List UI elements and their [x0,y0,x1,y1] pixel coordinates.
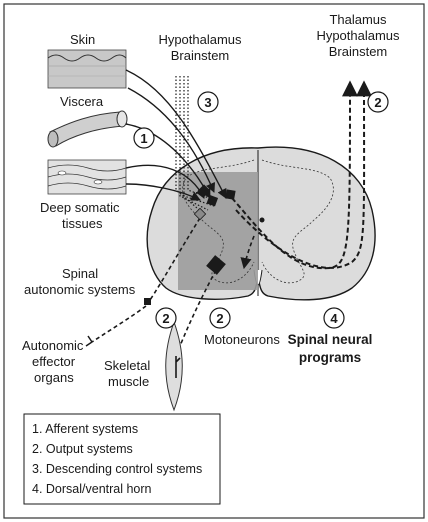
circle-number-descending: 3 [197,91,219,113]
legend-box: 1. Afferent systems 2. Output systems 3.… [23,413,221,505]
label-skeletal-1: Skeletal [104,358,150,373]
skeletal-muscle-shape [165,320,183,412]
label-skin: Skin [70,32,95,47]
label-spinal-programs-2: programs [299,350,361,365]
ascending-dashed-lines [231,80,373,270]
label-brainstem-descending: Brainstem [171,48,230,63]
label-autonomic-effector-3: organs [34,370,74,385]
label-spinal-autonomic-1: Spinal [62,266,98,281]
label-autonomic-effector-1: Autonomic [22,338,84,353]
spinal-cord-section [146,146,376,301]
legend-item-3: 3. Descending control systems [32,462,202,476]
legend-item-4: 4. Dorsal/ventral horn [32,482,152,496]
label-hypothalamus-ascending: Hypothalamus [316,28,400,43]
label-motoneurons: Motoneurons [204,332,280,347]
svg-text:2: 2 [374,95,381,110]
svg-text:2: 2 [216,311,223,326]
circle-number-afferent: 1 [133,127,155,149]
descending-dotted-lines [175,76,215,215]
label-skeletal-2: muscle [108,374,149,389]
label-spinal-programs-1: Spinal neural [288,332,373,347]
skin-tissue [47,49,127,89]
label-deep-somatic-2: tissues [62,216,103,231]
label-autonomic-effector-2: effector [32,354,76,369]
svg-text:2: 2 [162,311,169,326]
svg-text:3: 3 [204,95,211,110]
circle-number-programs: 4 [323,307,345,329]
circle-number-motoneuron-output: 2 [209,307,231,329]
label-deep-somatic-1: Deep somatic [40,200,120,215]
legend-item-2: 2. Output systems [32,442,133,456]
svg-text:4: 4 [330,311,338,326]
deep-somatic-tissue [47,159,127,195]
label-viscera: Viscera [60,94,104,109]
label-spinal-autonomic-2: autonomic systems [24,282,136,297]
neuron-markers [144,184,265,305]
effector-terminal [85,335,93,347]
circle-number-ascending: 2 [367,91,389,113]
label-brainstem-ascending: Brainstem [329,44,388,59]
label-thalamus: Thalamus [329,12,387,27]
legend-item-1: 1. Afferent systems [32,422,138,436]
circle-number-autonomic-output: 2 [155,307,177,329]
svg-text:1: 1 [140,131,147,146]
outer-frame [3,3,425,519]
viscera-tube [47,110,128,148]
label-hypothalamus-descending: Hypothalamus [158,32,242,47]
